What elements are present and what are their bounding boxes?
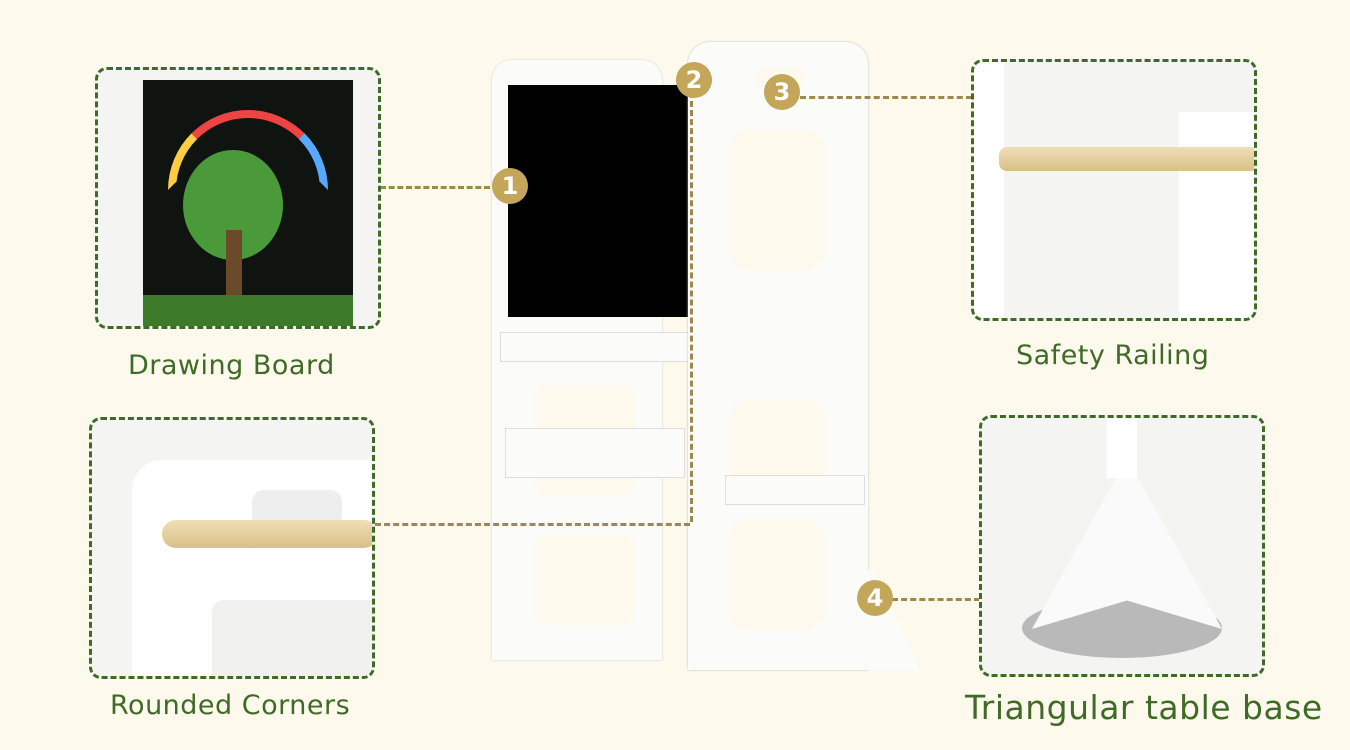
drawing-board-detail bbox=[95, 67, 381, 329]
rounded-corners-label: Rounded Corners bbox=[110, 690, 351, 721]
triangular-base-detail bbox=[979, 415, 1265, 677]
feature-badge-2: 2 bbox=[676, 62, 712, 98]
rounded-corners-detail bbox=[89, 417, 375, 679]
chalkboard bbox=[508, 85, 688, 317]
feature-badge-3: 3 bbox=[764, 74, 800, 110]
triangular-base-label: Triangular table base bbox=[965, 688, 1323, 727]
safety-railing-detail bbox=[971, 59, 1257, 321]
safety-railing-label: Safety Railing bbox=[1016, 340, 1210, 371]
drawing-board-label: Drawing Board bbox=[128, 350, 335, 381]
feature-badge-4: 4 bbox=[857, 580, 893, 616]
feature-badge-1: 1 bbox=[492, 168, 528, 204]
